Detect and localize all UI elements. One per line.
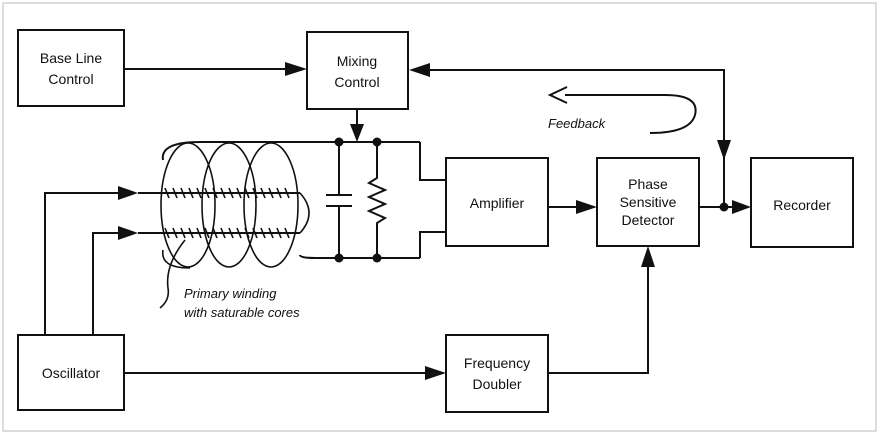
base-line-control-block: Base Line Control [17, 29, 125, 107]
base-line-control-label-line2: Control [48, 71, 93, 87]
oscillator-to-winding-connections [44, 186, 138, 335]
amplifier-block: Amplifier [445, 157, 549, 247]
base-to-mixing-connection [124, 62, 307, 76]
primary-winding-annotation: Primary winding with saturable cores [159, 239, 300, 320]
amplifier-to-detector-connection [548, 200, 597, 214]
frequency-doubler-label-line1: Frequency [464, 355, 530, 371]
frequency-doubler-label-line2: Doubler [472, 376, 521, 392]
oscillator-block: Oscillator [17, 334, 125, 411]
recorder-block: Recorder [750, 157, 854, 248]
phase-sensitive-detector-label-line1: Phase [628, 176, 668, 192]
feedback-label: Feedback [548, 116, 607, 131]
mixing-control-label-line2: Control [334, 74, 379, 90]
detector-to-recorder-connection [699, 200, 751, 214]
amplifier-label: Amplifier [470, 195, 525, 211]
primary-winding-label-line2: with saturable cores [184, 305, 300, 320]
mixing-to-coil-connection [350, 109, 364, 142]
recorder-label: Recorder [773, 197, 831, 213]
mixing-control-block: Mixing Control [306, 31, 409, 110]
phase-sensitive-detector-label-line2: Sensitive [620, 194, 677, 210]
saturable-core-coil [138, 141, 337, 269]
primary-winding-label-line1: Primary winding [184, 286, 277, 301]
phase-sensitive-detector-label-line3: Detector [622, 212, 675, 228]
doubler-to-detector-connection [548, 246, 655, 374]
mixing-control-label-line1: Mixing [337, 53, 377, 69]
oscillator-label: Oscillator [42, 365, 101, 381]
tank-circuit [326, 137, 446, 263]
feedback-connection [409, 63, 731, 207]
phase-sensitive-detector-block: Phase Sensitive Detector [596, 157, 700, 247]
frequency-doubler-block: Frequency Doubler [445, 334, 549, 413]
oscillator-to-doubler-connection [124, 366, 446, 380]
diagram-frame [2, 2, 877, 432]
base-line-control-label-line1: Base Line [40, 50, 102, 66]
feedback-annotation: Feedback [547, 86, 697, 134]
